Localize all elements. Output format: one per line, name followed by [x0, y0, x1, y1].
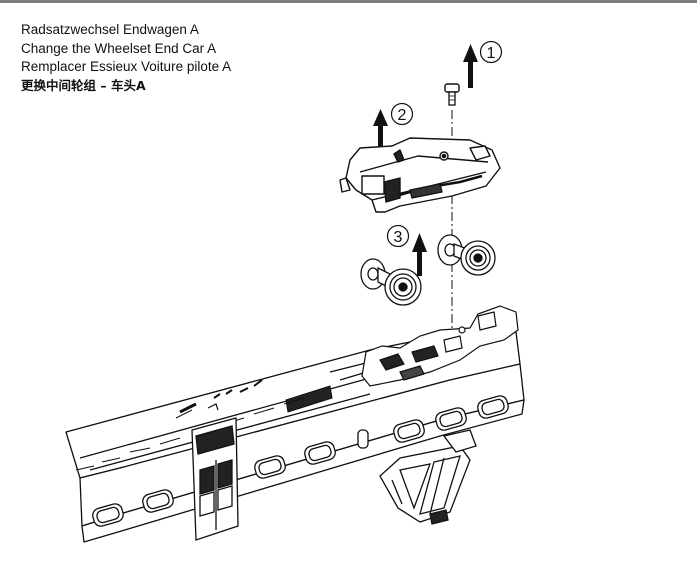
- step-3-marker: 3: [386, 224, 410, 248]
- step-1-arrow: [463, 44, 478, 88]
- title-english: Change the Wheelset End Car A: [21, 40, 217, 56]
- step-3-label: 3: [394, 229, 403, 246]
- wheelset-right: [437, 234, 496, 276]
- step-2-label: 2: [398, 107, 407, 124]
- coach-windows: [92, 395, 509, 527]
- underfloor-unit: [379, 429, 477, 525]
- step-3-arrow: [412, 233, 427, 276]
- screw: [444, 83, 460, 106]
- chassis-interior: [361, 305, 519, 387]
- title-german: Radsatzwechsel Endwagen A: [21, 22, 199, 37]
- title-block: Radsatzwechsel Endwagen A Change the Whe…: [21, 21, 231, 95]
- step-1-marker: 1: [479, 40, 503, 64]
- roof-markings: [175, 361, 381, 419]
- wheelset-left: [360, 258, 422, 306]
- title-chinese: 更换中间轮组 – 车头A: [21, 77, 146, 93]
- bogie-frame: [339, 137, 501, 213]
- step-2-arrow: [373, 109, 388, 148]
- cab-door: [191, 417, 239, 541]
- step-1-label: 1: [487, 45, 496, 62]
- title-french: Remplacer Essieux Voiture pilote A: [21, 59, 232, 74]
- step-2-marker: 2: [390, 102, 414, 126]
- top-rule: [0, 0, 697, 3]
